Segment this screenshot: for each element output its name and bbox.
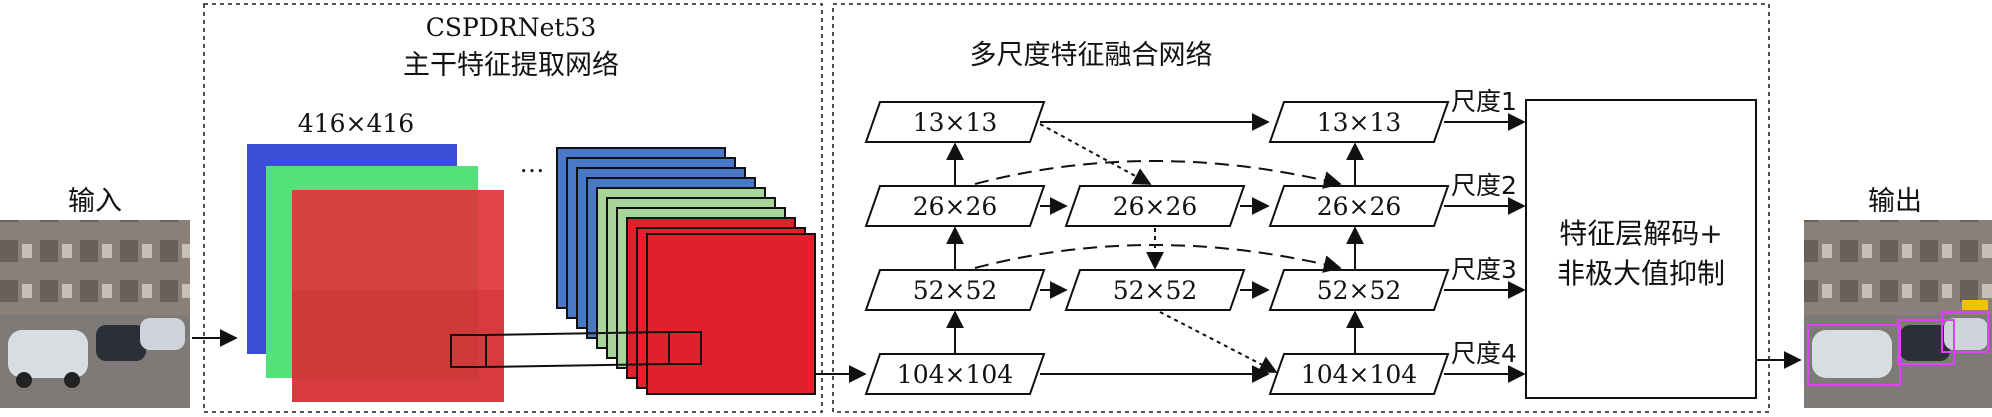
svg-text:13×13: 13×13 <box>1317 108 1402 137</box>
col1-node-26: 26×26 <box>864 185 1046 227</box>
col2-node-52: 52×52 <box>1064 269 1246 311</box>
svg-text:104×104: 104×104 <box>897 360 1013 389</box>
svg-text:13×13: 13×13 <box>913 108 998 137</box>
svg-text:26×26: 26×26 <box>1317 192 1402 221</box>
output-label: 输出 <box>1868 186 1922 217</box>
dashed-arc-26 <box>974 160 1342 189</box>
receptive-field-large <box>668 331 702 365</box>
input-label: 输入 <box>68 186 122 217</box>
backbone-title-line2: 主干特征提取网络 <box>403 50 619 81</box>
scale1-label: 尺度1 <box>1451 87 1517 116</box>
svg-text:104×104: 104×104 <box>1301 360 1417 389</box>
input-image <box>0 220 190 408</box>
col3-node-104: 104×104 <box>1268 353 1450 395</box>
decoder-line1: 特征层解码+ <box>1559 217 1722 250</box>
scale2-label: 尺度2 <box>1451 171 1517 200</box>
svg-text:52×52: 52×52 <box>1317 276 1402 305</box>
backbone-title-line1: CSPDRNet53 <box>426 13 596 42</box>
svg-text:26×26: 26×26 <box>1113 192 1198 221</box>
output-image <box>1804 220 1992 408</box>
fusion-title: 多尺度特征融合网络 <box>970 40 1213 71</box>
detection-box-3 <box>1941 311 1989 353</box>
svg-text:52×52: 52×52 <box>1113 276 1198 305</box>
detection-box-2 <box>1897 319 1955 365</box>
scale4-label: 尺度4 <box>1451 339 1517 368</box>
col3-node-52: 52×52 <box>1268 269 1450 311</box>
ellipsis: … <box>520 149 545 178</box>
fusion-frame <box>832 3 1770 413</box>
decoder-box <box>1525 99 1757 399</box>
feature-map-stack <box>556 147 816 395</box>
detection-box-1 <box>1807 324 1901 386</box>
decoder-line2: 非极大值抑制 <box>1557 257 1725 290</box>
col3-node-26: 26×26 <box>1268 185 1450 227</box>
input-size-label: 416×416 <box>298 109 414 138</box>
svg-text:52×52: 52×52 <box>913 276 998 305</box>
dotted-52-to-104 <box>1159 311 1278 373</box>
col3-node-13: 13×13 <box>1268 101 1450 143</box>
rgb-channel-stack <box>247 144 504 402</box>
projection-line-bottom <box>485 363 670 368</box>
detection-tag-yellow <box>1962 300 1988 310</box>
col1-node-52: 52×52 <box>864 269 1046 311</box>
dashed-arc-52 <box>974 244 1342 273</box>
backbone-frame <box>203 3 823 413</box>
col1-node-13: 13×13 <box>864 101 1046 143</box>
col2-node-26: 26×26 <box>1064 185 1246 227</box>
scale3-label: 尺度3 <box>1451 255 1517 284</box>
projection-line-top <box>485 331 670 336</box>
receptive-field-small <box>450 334 487 368</box>
svg-text:26×26: 26×26 <box>913 192 998 221</box>
dotted-13-to-26 <box>1039 123 1152 185</box>
col1-node-104: 104×104 <box>864 353 1046 395</box>
